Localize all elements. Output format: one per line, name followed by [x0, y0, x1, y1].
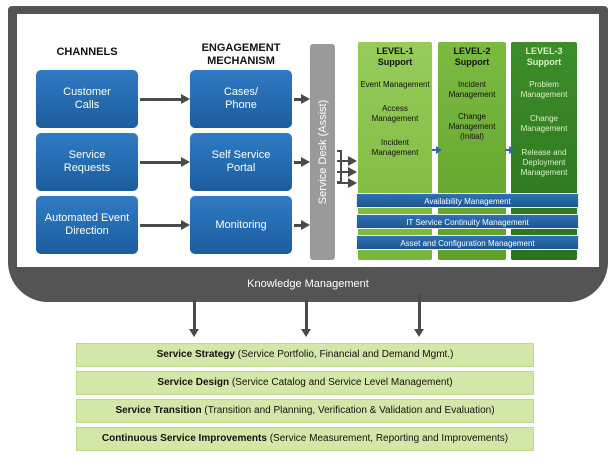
arrow-right-icon — [294, 94, 310, 104]
channel-service-requests: Service Requests — [36, 133, 138, 191]
service-bar-detail: (Transition and Planning, Verification &… — [204, 405, 495, 416]
arrow-down-icon — [414, 294, 424, 337]
arrow-right-icon — [140, 220, 190, 230]
engagement-cases-phone: Cases/ Phone — [190, 70, 292, 128]
level-item: Access Management — [371, 104, 419, 123]
level-item: Incident Management — [371, 138, 419, 157]
level-title: LEVEL-1 Support — [358, 46, 432, 68]
level-item: Problem Management — [520, 80, 568, 99]
service-bar-design: Service Design (Service Catalog and Serv… — [76, 371, 534, 395]
level-title-line2: Support — [526, 57, 562, 67]
service-bar-detail: (Service Catalog and Service Level Manag… — [231, 377, 453, 388]
connector-bracket — [337, 150, 342, 183]
service-bar-title: Service Strategy — [156, 349, 235, 360]
level-item: Change Management — [520, 114, 568, 133]
level-item: Event Management — [360, 80, 430, 89]
arrow-right-icon — [432, 146, 442, 154]
level-item: Change Management (Initial) — [448, 112, 496, 141]
level-title-line1: LEVEL-3 — [525, 46, 563, 56]
channel-label: Service Requests — [63, 149, 111, 174]
level-title-line1: LEVEL-1 — [376, 46, 414, 56]
service-bar-strategy: Service Strategy (Service Portfolio, Fin… — [76, 343, 534, 367]
engagement-heading-line1: ENGAGEMENT — [201, 42, 281, 54]
channel-customer-calls: Customer Calls — [36, 70, 138, 128]
service-bar-detail: (Service Portfolio, Financial and Demand… — [237, 349, 454, 360]
service-desk-bar: Service Desk (Assist) — [310, 44, 335, 260]
engagement-heading-line2: MECHANISM — [207, 55, 275, 67]
level-title-line2: Support — [377, 57, 413, 67]
engagement-self-service-portal: Self Service Portal — [190, 133, 292, 191]
level-title-line1: LEVEL-2 — [453, 46, 491, 56]
management-bar-availability: Availability Management — [356, 193, 579, 208]
level-item: Incident Management — [448, 80, 496, 99]
arrow-right-icon — [140, 157, 190, 167]
channel-automated-event-direction: Automated Event Direction — [36, 196, 138, 254]
channel-label: Customer Calls — [63, 86, 111, 111]
engagement-label: Monitoring — [215, 218, 267, 231]
arrow-right-icon — [505, 146, 515, 154]
engagement-label: Self Service Portal — [211, 149, 271, 174]
level-item: Release and Deployment Management — [520, 148, 568, 177]
arrow-right-icon — [337, 156, 357, 166]
level-title: LEVEL-3 Support — [511, 46, 577, 68]
arrow-down-icon — [301, 300, 311, 337]
engagement-heading: ENGAGEMENT MECHANISM — [190, 42, 292, 68]
level-title: LEVEL-2 Support — [438, 46, 506, 68]
arrow-down-icon — [189, 300, 199, 337]
service-bar-transition: Service Transition (Transition and Plann… — [76, 399, 534, 423]
knowledge-management-label: Knowledge Management — [247, 278, 369, 290]
management-bar-asset-configuration: Asset and Configuration Management — [356, 235, 579, 250]
channels-heading: CHANNELS — [56, 46, 118, 58]
service-bar-title: Service Transition — [115, 405, 202, 416]
service-bar-continuous-improvement: Continuous Service Improvements (Service… — [76, 427, 534, 451]
arrow-right-icon — [337, 167, 357, 177]
engagement-label: Cases/ Phone — [223, 86, 259, 111]
channel-label: Automated Event Direction — [44, 212, 130, 237]
arrow-right-icon — [294, 157, 310, 167]
engagement-monitoring: Monitoring — [190, 196, 292, 254]
service-bar-title: Continuous Service Improvements — [101, 433, 267, 444]
arrow-right-icon — [140, 94, 190, 104]
service-bar-title: Service Design — [157, 377, 230, 388]
service-bar-detail: (Service Measurement, Reporting and Impr… — [269, 433, 509, 444]
service-desk-label: Service Desk (Assist) — [316, 99, 329, 205]
management-bar-it-service-continuity: IT Service Continuity Management — [356, 214, 579, 229]
level-title-line2: Support — [454, 57, 490, 67]
arrow-right-icon — [337, 178, 357, 188]
arrow-right-icon — [294, 220, 310, 230]
